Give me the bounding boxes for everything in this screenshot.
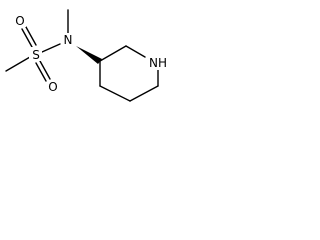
bond-ch3-s xyxy=(5,56,31,72)
atom-oxygen-lower: O xyxy=(48,80,57,94)
bond-n-c3-wedge xyxy=(76,46,102,64)
bond-c6-c5 xyxy=(129,85,159,102)
atom-sulfur: S xyxy=(32,48,40,62)
bonds xyxy=(5,9,159,102)
bond-s-n xyxy=(41,43,61,53)
atom-oxygen-upper: O xyxy=(15,14,24,28)
bond-s-o-upper-b xyxy=(25,26,37,46)
atom-labels: S N O O NH xyxy=(14,14,170,94)
structure-diagram: S N O O NH xyxy=(5,9,170,102)
bond-c3-c2 xyxy=(99,45,127,62)
bond-c5-c4 xyxy=(99,85,131,102)
bond-c2-n1 xyxy=(125,45,146,58)
atom-nitrogen-sulfonamide: N xyxy=(64,33,73,47)
bond-s-o-lower-a xyxy=(35,62,47,82)
atom-nitrogen-ring: NH xyxy=(149,56,167,70)
bond-s-o-lower-b xyxy=(39,60,51,80)
bond-s-o-upper-a xyxy=(21,28,33,48)
